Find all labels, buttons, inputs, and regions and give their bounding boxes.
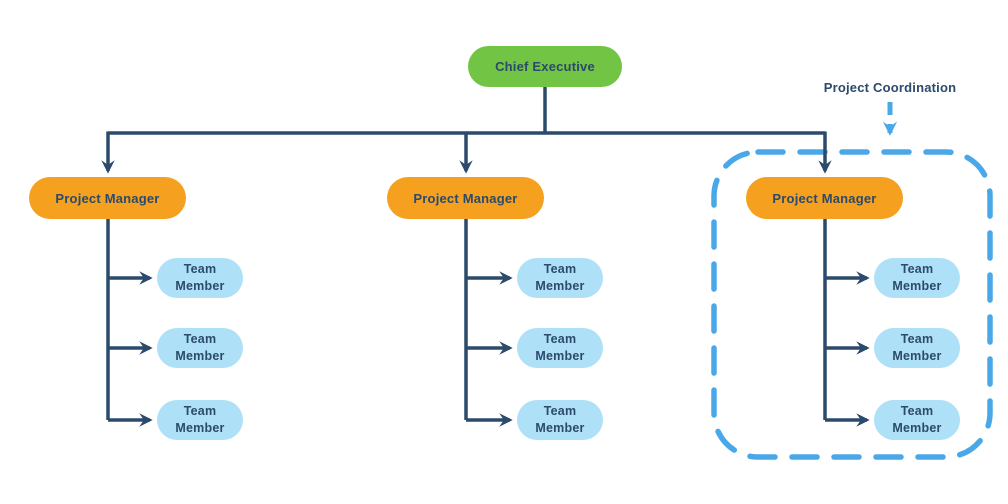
node-team-member-0-2: Team Member [157, 400, 243, 440]
node-team-member-1-0: Team Member [517, 258, 603, 298]
team-member-label: Team Member [535, 404, 585, 435]
team-member-label: Team Member [892, 404, 942, 435]
node-project-manager-1: Project Manager [387, 177, 544, 219]
coordination-annotation-label: Project Coordination [823, 80, 957, 95]
node-team-member-0-0: Team Member [157, 258, 243, 298]
team-member-label: Team Member [892, 262, 942, 293]
team-member-label: Team Member [892, 332, 942, 363]
coordination-group-frame [711, 149, 993, 460]
team-member-label: Team Member [535, 332, 585, 363]
node-team-member-2-2: Team Member [874, 400, 960, 440]
team-member-label: Team Member [175, 262, 225, 293]
node-project-manager-2: Project Manager [746, 177, 903, 219]
team-member-label: Team Member [535, 262, 585, 293]
team-member-label: Team Member [175, 404, 225, 435]
node-chief-executive: Chief Executive [468, 46, 622, 87]
node-team-member-2-0: Team Member [874, 258, 960, 298]
team-member-label: Team Member [175, 332, 225, 363]
node-team-member-0-1: Team Member [157, 328, 243, 368]
node-team-member-1-1: Team Member [517, 328, 603, 368]
node-project-manager-0: Project Manager [29, 177, 186, 219]
node-team-member-2-1: Team Member [874, 328, 960, 368]
node-team-member-1-2: Team Member [517, 400, 603, 440]
